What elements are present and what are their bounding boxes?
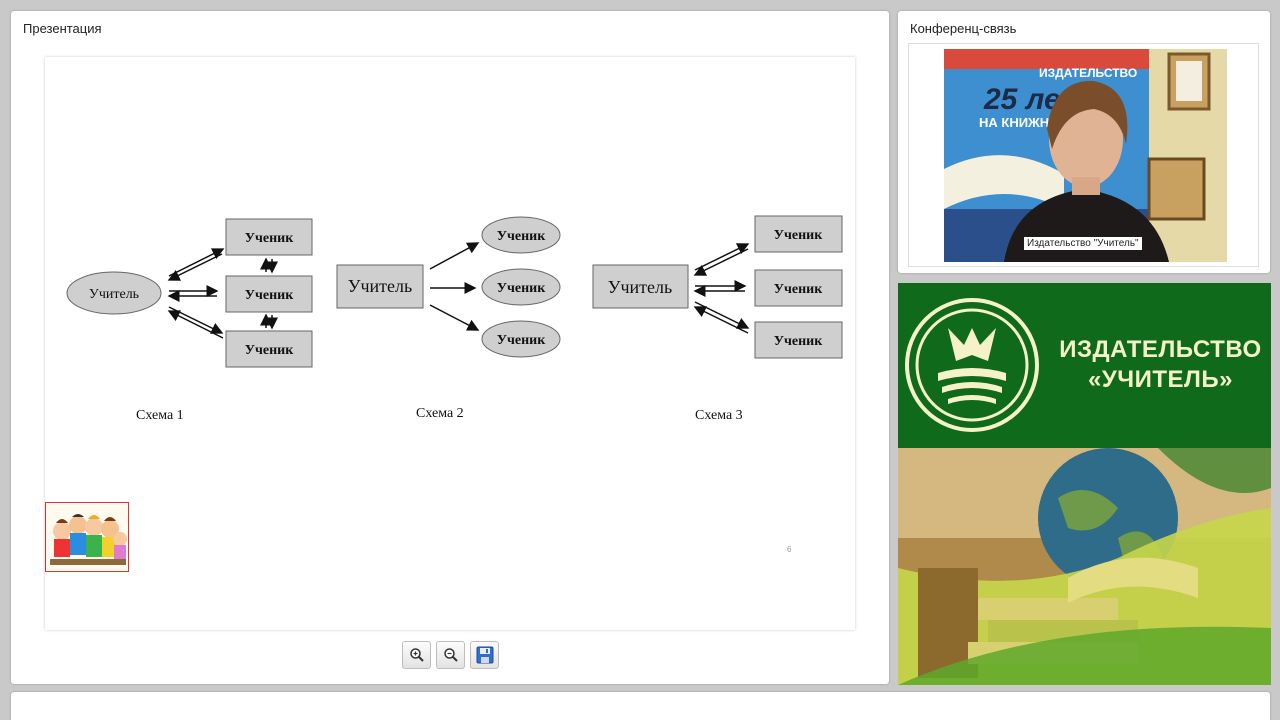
webcam-video[interactable]: ИЗДАТЕЛЬСТВО 25 лет НА КНИЖНОМ Издательс… bbox=[944, 49, 1227, 262]
slide-toolbar bbox=[402, 641, 499, 669]
scheme3-teacher-text: Учитель bbox=[608, 277, 672, 297]
scheme-3: Учитель Ученик Ученик Ученик bbox=[592, 215, 843, 359]
scheme1-student-text: Ученик bbox=[245, 231, 295, 246]
presentation-panel: Презентация Учитель Ученик Ученик Ученик bbox=[11, 11, 889, 684]
scheme2-student-text: Ученик bbox=[497, 281, 547, 296]
publisher-logo-icon bbox=[905, 298, 1039, 432]
scheme2-student-text: Ученик bbox=[497, 229, 547, 244]
scheme1-student-text: Ученик bbox=[245, 288, 295, 303]
presentation-title: Презентация bbox=[23, 21, 102, 36]
banner-books-image bbox=[898, 448, 1271, 685]
scheme3-teacher-node bbox=[592, 264, 689, 309]
video-label: Издательство "Учитель" bbox=[1024, 237, 1142, 250]
page-number: 6 bbox=[787, 545, 792, 554]
scheme2-teacher-text: Учитель bbox=[348, 276, 412, 296]
scheme-1: Учитель Ученик Ученик Ученик bbox=[66, 218, 313, 368]
children-illustration bbox=[45, 502, 129, 572]
publisher-banner: ИЗДАТЕЛЬСТВО «УЧИТЕЛЬ» bbox=[898, 283, 1271, 685]
zoom-in-button[interactable] bbox=[402, 641, 431, 669]
scheme1-teacher-node bbox=[66, 271, 162, 315]
conference-title: Конференц-связь bbox=[910, 21, 1017, 36]
scheme-diagrams: Учитель Ученик Ученик Ученик bbox=[66, 215, 843, 368]
scheme2-teacher-node bbox=[336, 264, 424, 309]
scheme2-student-node bbox=[481, 268, 561, 306]
scheme1-student-node bbox=[225, 330, 313, 368]
zoom-out-button[interactable] bbox=[436, 641, 465, 669]
scheme1-teacher-text: Учитель bbox=[89, 287, 139, 302]
scheme3-student-text: Ученик bbox=[774, 334, 824, 349]
poster-text: ИЗДАТЕЛЬСТВО bbox=[1039, 66, 1137, 80]
publisher-name-line2: «УЧИТЕЛЬ» bbox=[1088, 366, 1233, 393]
slide: Учитель Ученик Ученик Ученик bbox=[45, 57, 855, 630]
conference-panel: Конференц-связь ИЗДАТЕЛЬСТВО 25 лет НА К… bbox=[898, 11, 1270, 273]
scheme1-student-node bbox=[225, 218, 313, 256]
publisher-name-line1: ИЗДАТЕЛЬСТВО bbox=[1059, 336, 1262, 363]
scheme3-student-text: Ученик bbox=[774, 282, 824, 297]
scheme3-student-node bbox=[754, 321, 843, 359]
scheme1-student-text: Ученик bbox=[245, 343, 295, 358]
scheme2-student-text: Ученик bbox=[497, 333, 547, 348]
poster-text: НА КНИЖНОМ bbox=[979, 115, 1070, 130]
save-icon bbox=[476, 646, 493, 664]
scheme3-student-text: Ученик bbox=[774, 228, 824, 243]
scheme-2: Учитель Ученик Ученик Ученик bbox=[336, 216, 561, 358]
scheme3-student-node bbox=[754, 269, 843, 307]
scheme2-student-node bbox=[481, 320, 561, 358]
zoom-in-icon bbox=[409, 648, 424, 662]
save-button[interactable] bbox=[470, 641, 499, 669]
scheme1-student-node bbox=[225, 275, 313, 313]
zoom-out-icon bbox=[443, 648, 458, 662]
banner-top: ИЗДАТЕЛЬСТВО «УЧИТЕЛЬ» bbox=[898, 283, 1271, 448]
scheme1-caption: Схема 1 bbox=[136, 408, 184, 423]
scheme2-caption: Схема 2 bbox=[416, 406, 464, 421]
scheme3-caption: Схема 3 bbox=[695, 408, 743, 423]
video-frame: ИЗДАТЕЛЬСТВО 25 лет НА КНИЖНОМ Издательс… bbox=[908, 43, 1259, 267]
scheme3-student-node bbox=[754, 215, 843, 253]
bottom-panel bbox=[11, 692, 1270, 720]
scheme2-student-node bbox=[481, 216, 561, 254]
publisher-name: ИЗДАТЕЛЬСТВО «УЧИТЕЛЬ» bbox=[1058, 335, 1263, 395]
